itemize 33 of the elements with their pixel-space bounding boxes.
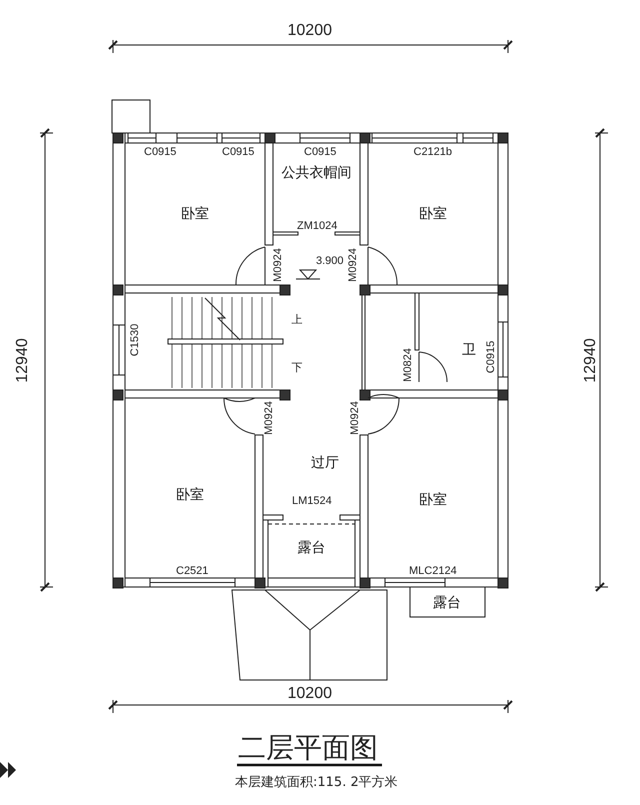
title: 二层平面图	[238, 733, 378, 763]
dimension-text: 10200	[288, 684, 332, 702]
room-label: 卫	[462, 342, 476, 358]
door-code: M0824	[402, 348, 414, 382]
window-code: C1530	[129, 324, 142, 356]
room-label: 卧室	[419, 206, 447, 222]
door-code: ZM1024	[297, 220, 338, 232]
room-label: 卧室	[176, 487, 204, 503]
room-label: 卧室	[181, 206, 209, 222]
door-code: MLC2124	[409, 565, 457, 577]
room-label: 过厅	[311, 454, 339, 470]
door-code: LM1524	[292, 495, 332, 507]
window-code: C2121b	[414, 146, 452, 158]
dimension-text: 12940	[581, 338, 598, 382]
window-code: C0915	[144, 146, 176, 158]
stair-direction-text: 下	[292, 362, 302, 374]
room-label: 公共衣帽间	[282, 165, 352, 181]
door-code: M0924	[346, 248, 359, 282]
elevation-text: 3.900	[316, 255, 344, 267]
window-code: C0915	[222, 146, 254, 158]
room-label: 卧室	[419, 492, 447, 508]
stair-direction-text: 上	[292, 314, 302, 326]
window-code: C0915	[304, 146, 336, 158]
caption: 本层建筑面积:115. 2平方米	[235, 775, 398, 790]
door-code: M0924	[262, 401, 275, 435]
dimension-text: 12940	[13, 338, 30, 382]
window-code: C2521	[176, 565, 208, 577]
door-code: M0924	[272, 248, 284, 282]
room-label: 露台	[433, 594, 461, 610]
room-label: 露台	[298, 540, 326, 556]
dimension-text: 10200	[288, 22, 332, 38]
window-code: C0915	[485, 340, 498, 374]
door-code: M0924	[348, 401, 361, 435]
